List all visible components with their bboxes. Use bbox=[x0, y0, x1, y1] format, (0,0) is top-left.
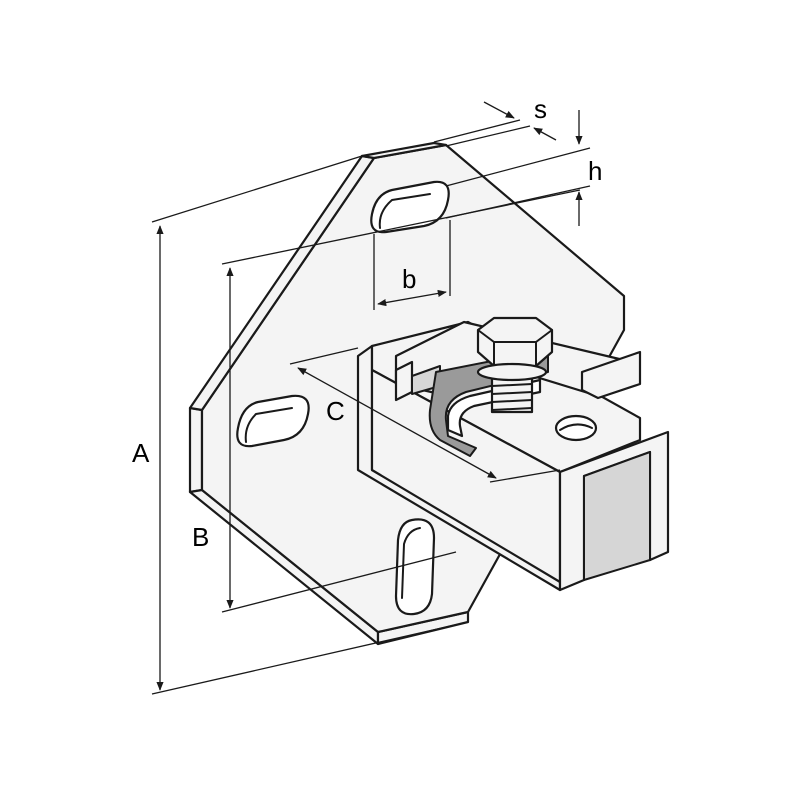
dim-C-ext-right bbox=[489, 469, 561, 483]
label-h: h bbox=[588, 156, 602, 186]
dim-C-line bbox=[297, 367, 497, 479]
dim-B-ext-top bbox=[221, 189, 581, 265]
label-B: B bbox=[192, 522, 209, 552]
channel-hole bbox=[554, 414, 598, 442]
dim-h-ext-top bbox=[445, 147, 591, 187]
dim-C-ext-left bbox=[289, 347, 359, 365]
dim-A-ext-bottom bbox=[151, 621, 469, 695]
dimension-lines bbox=[151, 101, 591, 695]
dim-b-line bbox=[377, 289, 447, 307]
dim-B-ext-bottom bbox=[221, 551, 457, 613]
dim-h-ext-bottom bbox=[445, 185, 591, 219]
label-C: C bbox=[326, 396, 345, 426]
slot-bottom bbox=[394, 518, 436, 616]
dim-s-ext-a bbox=[433, 119, 521, 143]
label-s: s bbox=[534, 94, 547, 124]
label-b: b bbox=[402, 264, 416, 294]
plate-slots bbox=[236, 180, 450, 616]
label-A: A bbox=[132, 438, 150, 468]
dim-A-ext-top bbox=[151, 155, 363, 223]
dim-s-arrow-b bbox=[533, 127, 557, 141]
dim-s-arrow-a bbox=[483, 101, 515, 119]
dim-s-ext-b bbox=[445, 125, 531, 147]
